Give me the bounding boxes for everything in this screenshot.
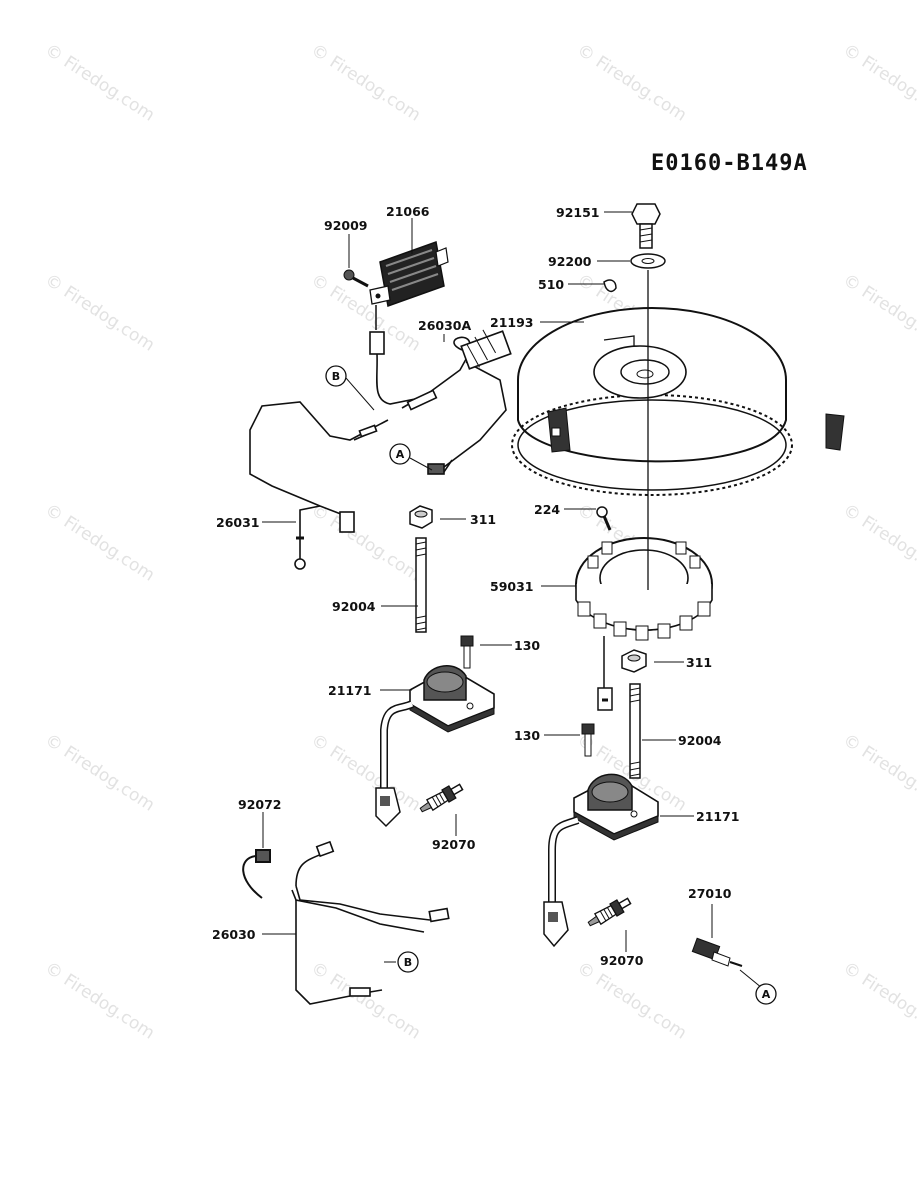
part-label: 92004 bbox=[678, 733, 722, 748]
callout-circle-b bbox=[325, 365, 347, 387]
part-label: 92004 bbox=[332, 599, 376, 614]
part-label: 92151 bbox=[556, 205, 600, 220]
washer-92200 bbox=[630, 253, 666, 269]
bolt-130-left bbox=[460, 635, 474, 669]
part-label: 224 bbox=[534, 502, 560, 517]
part-label: 130 bbox=[514, 728, 540, 743]
callout-circle-b bbox=[397, 951, 419, 973]
part-label: 26030A bbox=[418, 318, 471, 333]
part-label: 92200 bbox=[548, 254, 592, 269]
part-label: 92070 bbox=[432, 837, 476, 852]
screw-224 bbox=[596, 506, 612, 531]
part-label: 27010 bbox=[688, 886, 732, 901]
part-label: 21066 bbox=[386, 204, 430, 219]
callout-circle-a bbox=[755, 983, 777, 1005]
regulator-21066 bbox=[369, 240, 449, 330]
leader-lines bbox=[262, 211, 763, 989]
part-label: 510 bbox=[538, 277, 564, 292]
bolt-92151 bbox=[631, 203, 661, 249]
part-label: 311 bbox=[686, 655, 712, 670]
ignition-coil-21171-left bbox=[375, 665, 495, 828]
part-label: 92072 bbox=[238, 797, 282, 812]
part-label: 26031 bbox=[216, 515, 260, 530]
nut-311-right bbox=[621, 649, 647, 673]
callout-a-bottom: A bbox=[762, 988, 771, 1001]
callout-circle-a bbox=[389, 443, 411, 465]
part-label: 311 bbox=[470, 512, 496, 527]
spark-plug-92070-left bbox=[416, 780, 466, 817]
harness-26030 bbox=[291, 840, 450, 1005]
stator-59031 bbox=[575, 537, 713, 711]
callout-b-top: B bbox=[332, 370, 340, 383]
callout-a-top: A bbox=[396, 448, 405, 461]
harness-26030A bbox=[249, 329, 512, 517]
part-label: 92070 bbox=[600, 953, 644, 968]
part-label: 130 bbox=[514, 638, 540, 653]
part-label: 26030 bbox=[212, 927, 256, 942]
ignition-coil-21171-right bbox=[543, 773, 659, 948]
nut-311-left bbox=[409, 505, 433, 529]
part-label: 21193 bbox=[490, 315, 534, 330]
part-label: 92009 bbox=[324, 218, 368, 233]
spark-plug-92070-right bbox=[584, 894, 634, 931]
switch-27010 bbox=[691, 937, 743, 967]
part-label: 21171 bbox=[328, 683, 372, 698]
part-label: 21171 bbox=[696, 809, 740, 824]
bolt-130-right bbox=[581, 723, 595, 757]
flywheel-21193 bbox=[511, 307, 845, 496]
screw-92009 bbox=[343, 269, 369, 288]
stud-92004-left bbox=[415, 537, 427, 633]
clip-92072 bbox=[242, 849, 271, 899]
part-label: 59031 bbox=[490, 579, 534, 594]
stud-92004-right bbox=[629, 683, 641, 779]
diagram-code: E0160-B149A bbox=[651, 151, 808, 176]
callout-b-bottom: B bbox=[404, 956, 412, 969]
key-510 bbox=[603, 279, 617, 293]
wire-26031 bbox=[294, 505, 355, 570]
